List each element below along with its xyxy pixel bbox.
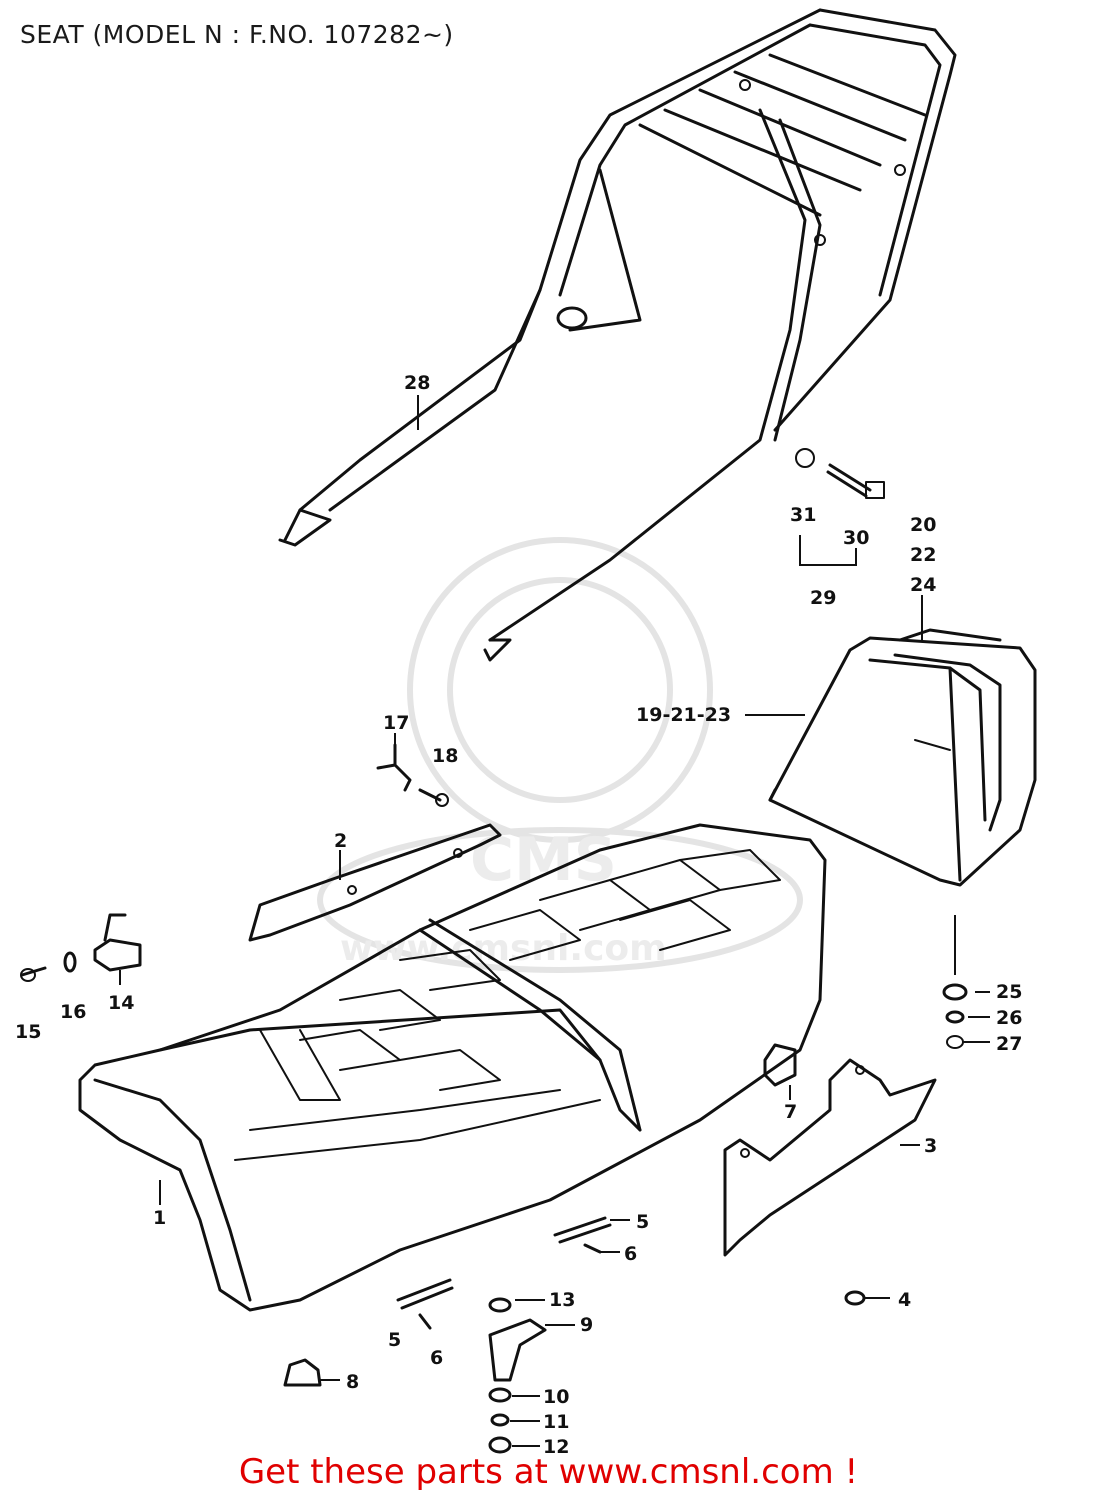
callout-11: 11: [543, 1411, 569, 1433]
callout-25: 25: [996, 981, 1022, 1003]
part-17-18-bracket-bolt: [376, 743, 449, 807]
part-7-hook: [763, 1043, 797, 1087]
callout-30: 30: [843, 527, 869, 549]
part-9-13-lock-bracket: [488, 1297, 547, 1454]
callout-8: 8: [346, 1371, 359, 1393]
callout-26: 26: [996, 1007, 1022, 1029]
callout-28: 28: [404, 372, 430, 394]
callout-labels: 28 31 30 29 20 22 24 19-21-23 17 18 2 14…: [15, 372, 1022, 1458]
callout-10: 10: [543, 1386, 569, 1408]
cms-watermark: CMS www.cmsnl.com: [317, 537, 803, 973]
callout-5-lower: 5: [388, 1329, 401, 1351]
part-2-bracket: [248, 823, 502, 942]
callout-27: 27: [996, 1033, 1022, 1055]
callout-16: 16: [60, 1001, 86, 1023]
part-8-rubber-cap: [283, 1358, 322, 1387]
callout-6-upper: 6: [624, 1243, 637, 1265]
callout-2: 2: [334, 830, 347, 852]
callout-1: 1: [153, 1207, 166, 1229]
part-4-nut: [844, 1290, 866, 1306]
callout-20: 20: [910, 514, 936, 536]
callout-24: 24: [910, 574, 936, 596]
callout-6-lower: 6: [430, 1347, 443, 1369]
leader-lines: [119, 395, 990, 1447]
part-19-24-tail-cowl: [768, 628, 1037, 887]
footer-promo-link[interactable]: Get these parts at www.cmsnl.com !: [238, 1452, 859, 1492]
watermark-url-text: www.cmsnl.com: [340, 928, 667, 969]
callout-7: 7: [784, 1101, 797, 1123]
callout-13: 13: [549, 1289, 575, 1311]
callout-3: 3: [924, 1135, 937, 1157]
callout-17: 17: [383, 712, 409, 734]
callout-15: 15: [15, 1021, 41, 1043]
part-25-26-27-grommets: [942, 983, 968, 1049]
callout-31: 31: [790, 504, 816, 526]
part-1-seat: [78, 823, 827, 1312]
part-30-31-bolt-washer: [795, 448, 885, 566]
part-3-bracket: [723, 1058, 937, 1257]
callout-5-upper: 5: [636, 1211, 649, 1233]
page-title: SEAT (MODEL N : F.NO. 107282~): [20, 20, 454, 49]
callout-9: 9: [580, 1314, 593, 1336]
part-5-6-pins: [396, 1216, 612, 1330]
callout-19-21-23: 19-21-23: [636, 704, 731, 726]
callout-14: 14: [108, 992, 134, 1014]
part-14-15-16-lock-screw: [20, 913, 142, 982]
callout-18: 18: [432, 745, 458, 767]
part-28-carrier-rack: [278, 8, 957, 662]
callout-12: 12: [543, 1436, 569, 1458]
callout-4: 4: [898, 1289, 911, 1311]
callout-29: 29: [810, 587, 836, 609]
callout-22: 22: [910, 544, 936, 566]
